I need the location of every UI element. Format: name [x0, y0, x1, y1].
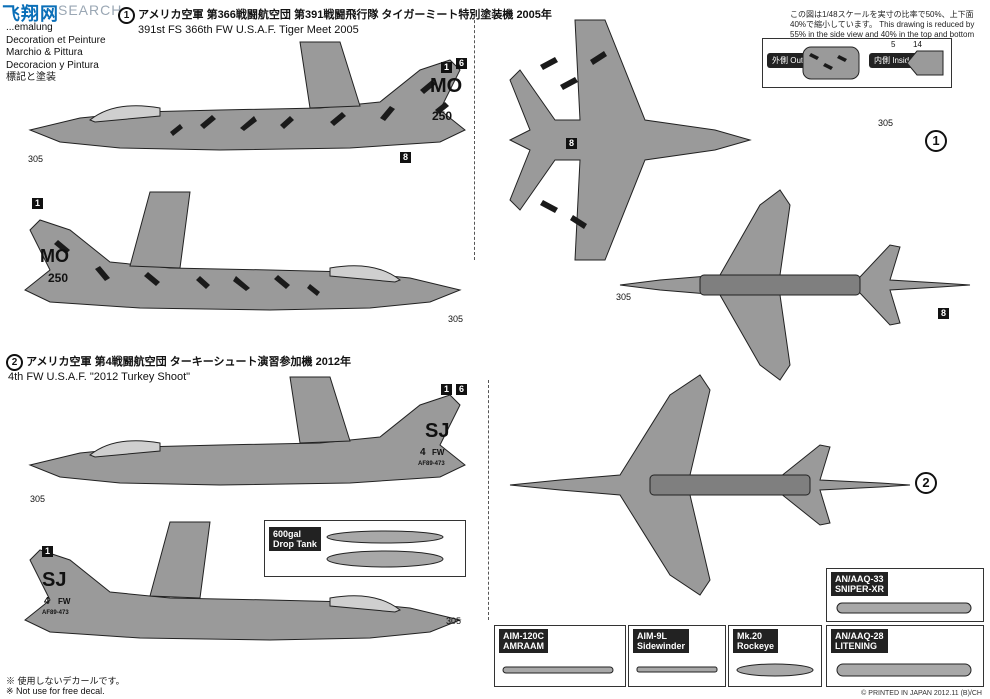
lang-it: Marchio & Pittura — [6, 47, 83, 58]
scheme2-tail-fw-lower: FW — [58, 597, 71, 606]
footer-note-jp: ※ 使用しないデカールです。 — [6, 676, 125, 686]
divider — [474, 10, 475, 260]
drop-tank-drawing — [326, 530, 444, 568]
scheme1-title-block: 1 アメリカ空軍 第366戦闘航空団 第391戦闘飛行隊 タイガーミート特別塗装… — [118, 6, 552, 36]
sniper-drawing — [836, 602, 972, 614]
scheme1-top-view — [508, 19, 752, 261]
scheme2-title-block: 2 アメリカ空軍 第4戦闘航空団 ターキーシュート演習参加機 2012年 4th… — [6, 353, 351, 383]
marker-square: 6 — [456, 58, 467, 69]
watermark-sub: SEARCH — [58, 2, 123, 18]
inside-decal-drawing — [906, 50, 944, 76]
aim120-drawing — [502, 666, 614, 674]
marker-square: 8 — [566, 138, 577, 149]
scheme2-tail-wing-upper: 4 — [420, 447, 426, 458]
scheme2-tail-serial-lower: AF89-473 — [42, 610, 69, 616]
scheme2-tail-fw-upper: FW — [432, 448, 445, 457]
lang-jp: 標記と塗装 — [6, 72, 56, 83]
callout-number: 305 — [30, 494, 46, 504]
scheme2-title-jp: アメリカ空軍 第4戦闘航空団 ターキーシュート演習参加機 2012年 — [26, 356, 352, 368]
scheme1-view-badge: 1 — [925, 130, 947, 152]
scheme2-number: 2 — [6, 354, 23, 371]
scheme2-title-en: 4th FW U.S.A.F. "2012 Turkey Shoot" — [8, 371, 191, 383]
divider — [488, 380, 489, 620]
litening-drawing — [836, 663, 972, 677]
scheme2-tail-code-lower: SJ — [42, 569, 66, 591]
callout-number: 305 — [446, 616, 462, 626]
scheme2-tail-wing-lower: 4 — [44, 596, 50, 607]
callout-number: 305 — [448, 314, 464, 324]
callout-number: 305 — [616, 292, 632, 302]
inside-label: 内側 Inside — [869, 53, 919, 68]
footer-note-en: ※ Not use for free decal. — [6, 686, 105, 696]
watermark-logo: 飞翔网 — [2, 4, 59, 24]
lang-es: Decoracion y Pintura — [6, 59, 99, 71]
scheme2-side-view-upper: SJ 4 FW AF89-473 — [28, 376, 466, 486]
callout-number: 305 — [878, 118, 894, 128]
lang-de: ...emalung — [6, 22, 53, 33]
decal-ref-a: 14 — [913, 40, 922, 49]
scheme1-tail-number-lower: 250 — [48, 271, 68, 285]
aim9-drawing — [636, 666, 718, 673]
scheme1-title-en: 391st FS 366th FW U.S.A.F. Tiger Meet 20… — [138, 24, 359, 36]
scheme1-bottom-view — [619, 189, 971, 381]
callout-number: 305 — [28, 154, 44, 164]
marker-square: 1 — [42, 546, 53, 557]
decal-inset: 外側 Outside 内側 Inside 14 5 — [762, 38, 952, 88]
printed-mark: © PRINTED IN JAPAN 2012.11 (B)/CH — [861, 690, 982, 697]
scheme1-number: 1 — [118, 7, 135, 24]
decal-ref-b: 5 — [891, 40, 896, 49]
scheme2-side-view-lower: SJ 4 FW AF89-473 — [24, 521, 462, 641]
scheme2-top-view — [509, 374, 911, 596]
marker-square: 1 — [441, 62, 452, 73]
marker-square: 6 — [456, 384, 467, 395]
scheme1-side-view-lower: MO 250 — [24, 191, 462, 311]
marker-square: 8 — [400, 152, 411, 163]
outside-decal-drawing — [802, 46, 860, 80]
marker-square: 8 — [938, 308, 949, 319]
marker-square: 1 — [32, 198, 43, 209]
lang-fr: Decoration et Peinture — [6, 34, 106, 46]
scheme2-view-badge: 2 — [915, 472, 937, 494]
marker-square: 1 — [441, 384, 452, 395]
language-list: ...emalung Decoration et Peinture Marchi… — [6, 22, 106, 85]
scheme1-tail-code-lower: MO — [40, 246, 69, 266]
scheme2-tail-code-upper: SJ — [425, 420, 449, 442]
scheme2-tail-serial-upper: AF89-473 — [418, 461, 445, 467]
mk20-drawing — [736, 663, 814, 677]
scheme1-title-jp: アメリカ空軍 第366戦闘航空団 第391戦闘飛行隊 タイガーミート特別塗装機 … — [138, 9, 552, 21]
scheme1-tail-number-upper: 250 — [432, 109, 452, 123]
scheme1-tail-code-upper: MO — [430, 75, 462, 97]
scheme1-side-view-upper: MO 250 — [28, 41, 466, 151]
